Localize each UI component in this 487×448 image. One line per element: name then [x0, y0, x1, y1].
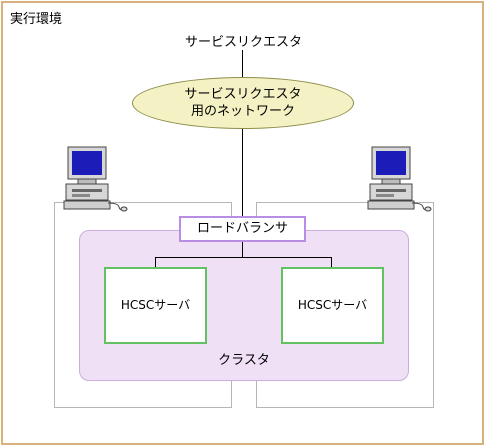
cluster-label: クラスタ [218, 353, 270, 368]
requester-network-node: サービスリクエスタ 用のネットワーク [132, 77, 354, 129]
lb-branch [155, 257, 332, 258]
load-balancer: ロードバランサ [179, 216, 306, 242]
lb-drop-right [331, 257, 332, 268]
network-label-line1: サービスリクエスタ [184, 87, 302, 102]
computer-right-icon [367, 146, 432, 212]
environment-label: 実行環境 [10, 12, 63, 27]
requester-connector [242, 50, 243, 218]
lb-drop-left [155, 257, 156, 268]
hcsc-server-left: HCSCサーバ [104, 267, 207, 344]
hcsc-server-right: HCSCサーバ [281, 267, 384, 344]
computer-left-icon [63, 146, 128, 212]
network-label-line2: 用のネットワーク [190, 104, 295, 119]
lb-stem [242, 242, 243, 258]
service-requester-label: サービスリクエスタ [184, 35, 302, 50]
